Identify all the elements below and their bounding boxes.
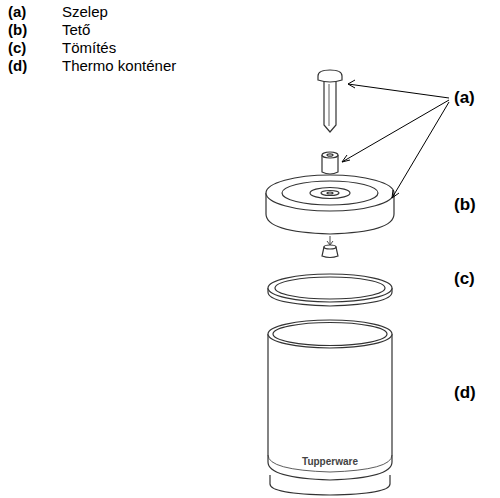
illustration-parts (266, 70, 394, 495)
callout-letter: (b) (454, 196, 476, 215)
key-letter: (d) (8, 58, 27, 75)
key-text: Szelep (62, 4, 108, 21)
lid-valve-insert (322, 236, 338, 258)
arrow-tip (348, 80, 355, 88)
key-letter: (b) (8, 22, 27, 39)
leader-line (348, 84, 449, 98)
brand-mark: Tupperware (302, 456, 358, 467)
key-letter: (c) (8, 40, 26, 57)
arrow-tip (342, 155, 350, 162)
seal-ring (268, 274, 392, 306)
callout-letter: (d) (454, 384, 476, 403)
leader-lines (342, 80, 449, 198)
key-letter: (a) (8, 4, 26, 21)
valve-bushing (322, 152, 338, 174)
callout-letter: (a) (454, 89, 475, 108)
valve-pin (318, 70, 342, 132)
thermo-container (268, 320, 392, 495)
callout-letter: (c) (454, 270, 475, 289)
lid (266, 175, 394, 234)
key-text: Thermo konténer (62, 58, 176, 75)
arrow-tip (392, 190, 399, 198)
key-text: Tető (62, 22, 90, 39)
key-text: Tömítés (62, 40, 116, 57)
leader-line (342, 100, 449, 162)
leader-line (392, 102, 449, 198)
